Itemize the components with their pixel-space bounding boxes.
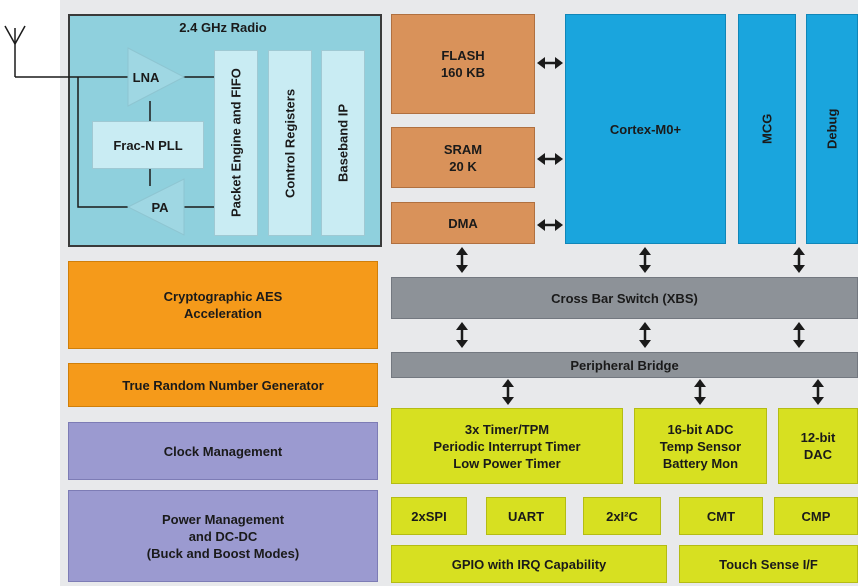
radio-title: 2.4 GHz Radio — [179, 20, 267, 35]
timer-block: 3x Timer/TPM Periodic Interrupt Timer Lo… — [391, 408, 623, 484]
cross-bar-switch: Cross Bar Switch (XBS) — [391, 277, 858, 319]
arrow-xbs-bridge-2 — [637, 320, 653, 350]
lna-triangle — [127, 47, 186, 107]
arrow-dma-cpu — [535, 217, 565, 233]
arrow-dma-xbs — [454, 245, 470, 275]
arrow-xbs-bridge-1 — [454, 320, 470, 350]
arrow-debug-xbs — [791, 245, 807, 275]
arrow-cpu-xbs — [637, 245, 653, 275]
arrow-sram-cpu — [535, 151, 565, 167]
pa-label: PA — [151, 200, 169, 215]
sram-block: SRAM 20 K — [391, 127, 535, 188]
arrow-xbs-bridge-3 — [791, 320, 807, 350]
cortex-m0-block: Cortex-M0+ — [565, 14, 726, 244]
adc-block: 16-bit ADC Temp Sensor Battery Mon — [634, 408, 767, 484]
gpio-block: GPIO with IRQ Capability — [391, 545, 667, 583]
cmt-block: CMT — [679, 497, 763, 535]
arrow-bridge-dac — [810, 377, 826, 407]
flash-block: FLASH 160 KB — [391, 14, 535, 114]
aes-block: Cryptographic AES Acceleration — [68, 261, 378, 349]
lna-label: LNA — [133, 70, 160, 85]
i2c-block: 2xI²C — [583, 497, 661, 535]
dac-block: 12-bit DAC — [778, 408, 858, 484]
radio-signal-lines — [15, 76, 214, 208]
uart-block: UART — [486, 497, 566, 535]
antenna-icon — [4, 25, 26, 77]
touch-sense-block: Touch Sense I/F — [679, 545, 858, 583]
frac-n-pll-block: Frac-N PLL — [92, 121, 204, 169]
arrow-bridge-timer — [500, 377, 516, 407]
arrow-bridge-adc — [692, 377, 708, 407]
power-management-block: Power Management and DC-DC (Buck and Boo… — [68, 490, 378, 582]
spi-block: 2xSPI — [391, 497, 467, 535]
dma-block: DMA — [391, 202, 535, 244]
arrow-flash-cpu — [535, 55, 565, 71]
clock-management-block: Clock Management — [68, 422, 378, 480]
peripheral-bridge: Peripheral Bridge — [391, 352, 858, 378]
trng-block: True Random Number Generator — [68, 363, 378, 407]
pa-triangle — [126, 178, 185, 236]
